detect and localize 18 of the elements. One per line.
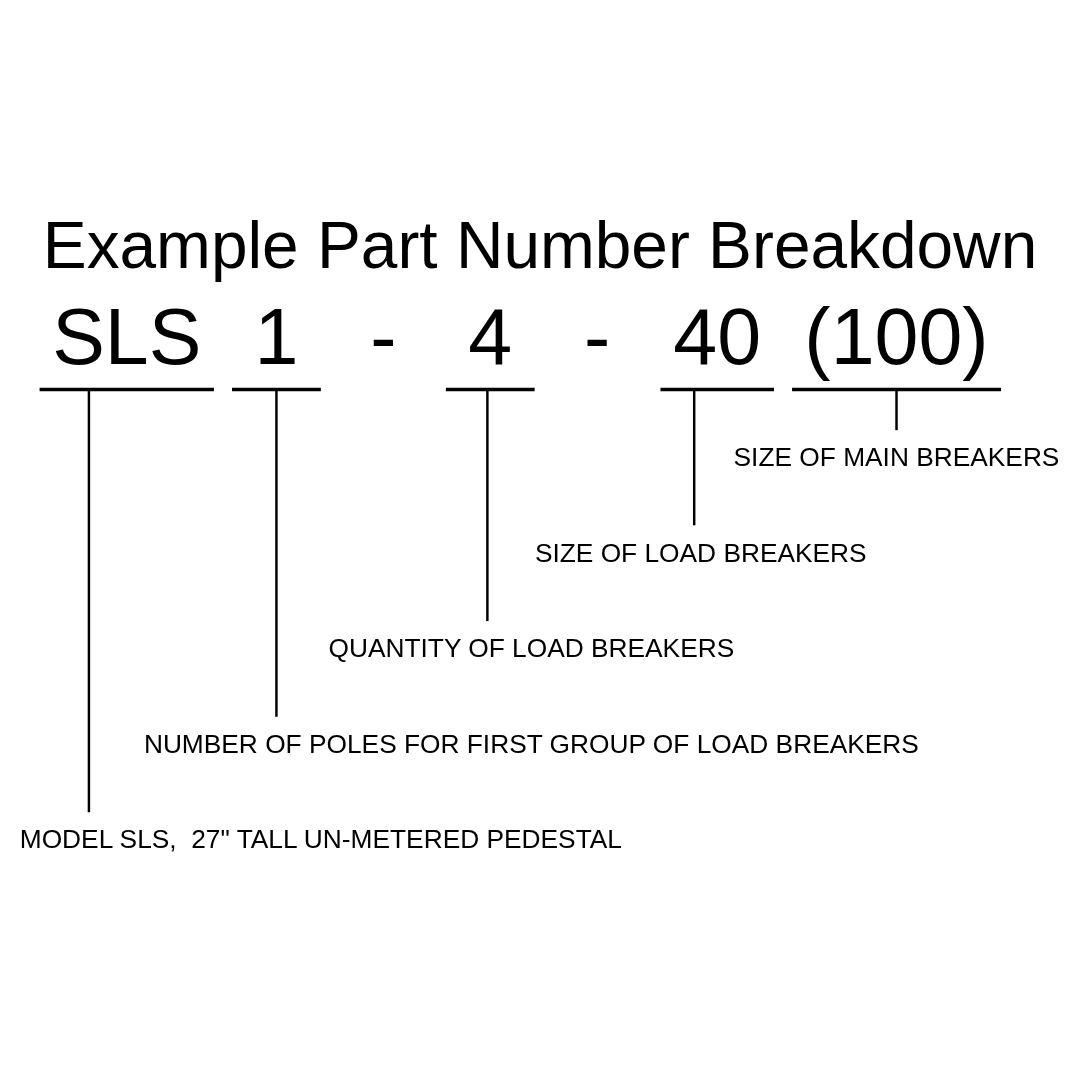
node-text: 40 xyxy=(673,292,762,381)
node-text: SIZE OF MAIN BREAKERS xyxy=(733,442,1060,473)
node-text: SIZE OF LOAD BREAKERS xyxy=(534,537,867,568)
connector xyxy=(486,390,489,622)
connector xyxy=(895,390,898,431)
diagram-title: Example Part Number Breakdown xyxy=(42,207,1038,282)
connector xyxy=(692,390,696,526)
node-text: QUANTITY OF LOAD BREAKERS xyxy=(328,633,735,664)
connector xyxy=(275,390,278,717)
node-text: MODEL SLS, 27" TALL UN-METERED PEDESTAL xyxy=(19,824,622,855)
node-text: SLS xyxy=(52,292,202,381)
label: - xyxy=(584,292,611,381)
connector xyxy=(87,390,91,813)
node-text: (100) xyxy=(804,292,989,381)
node-text: 4 xyxy=(468,292,513,381)
node-text: NUMBER OF POLES FOR FIRST GROUP OF LOAD BREAKERS xyxy=(143,728,919,759)
node-text: 1 xyxy=(254,292,299,381)
label: - xyxy=(370,292,397,381)
